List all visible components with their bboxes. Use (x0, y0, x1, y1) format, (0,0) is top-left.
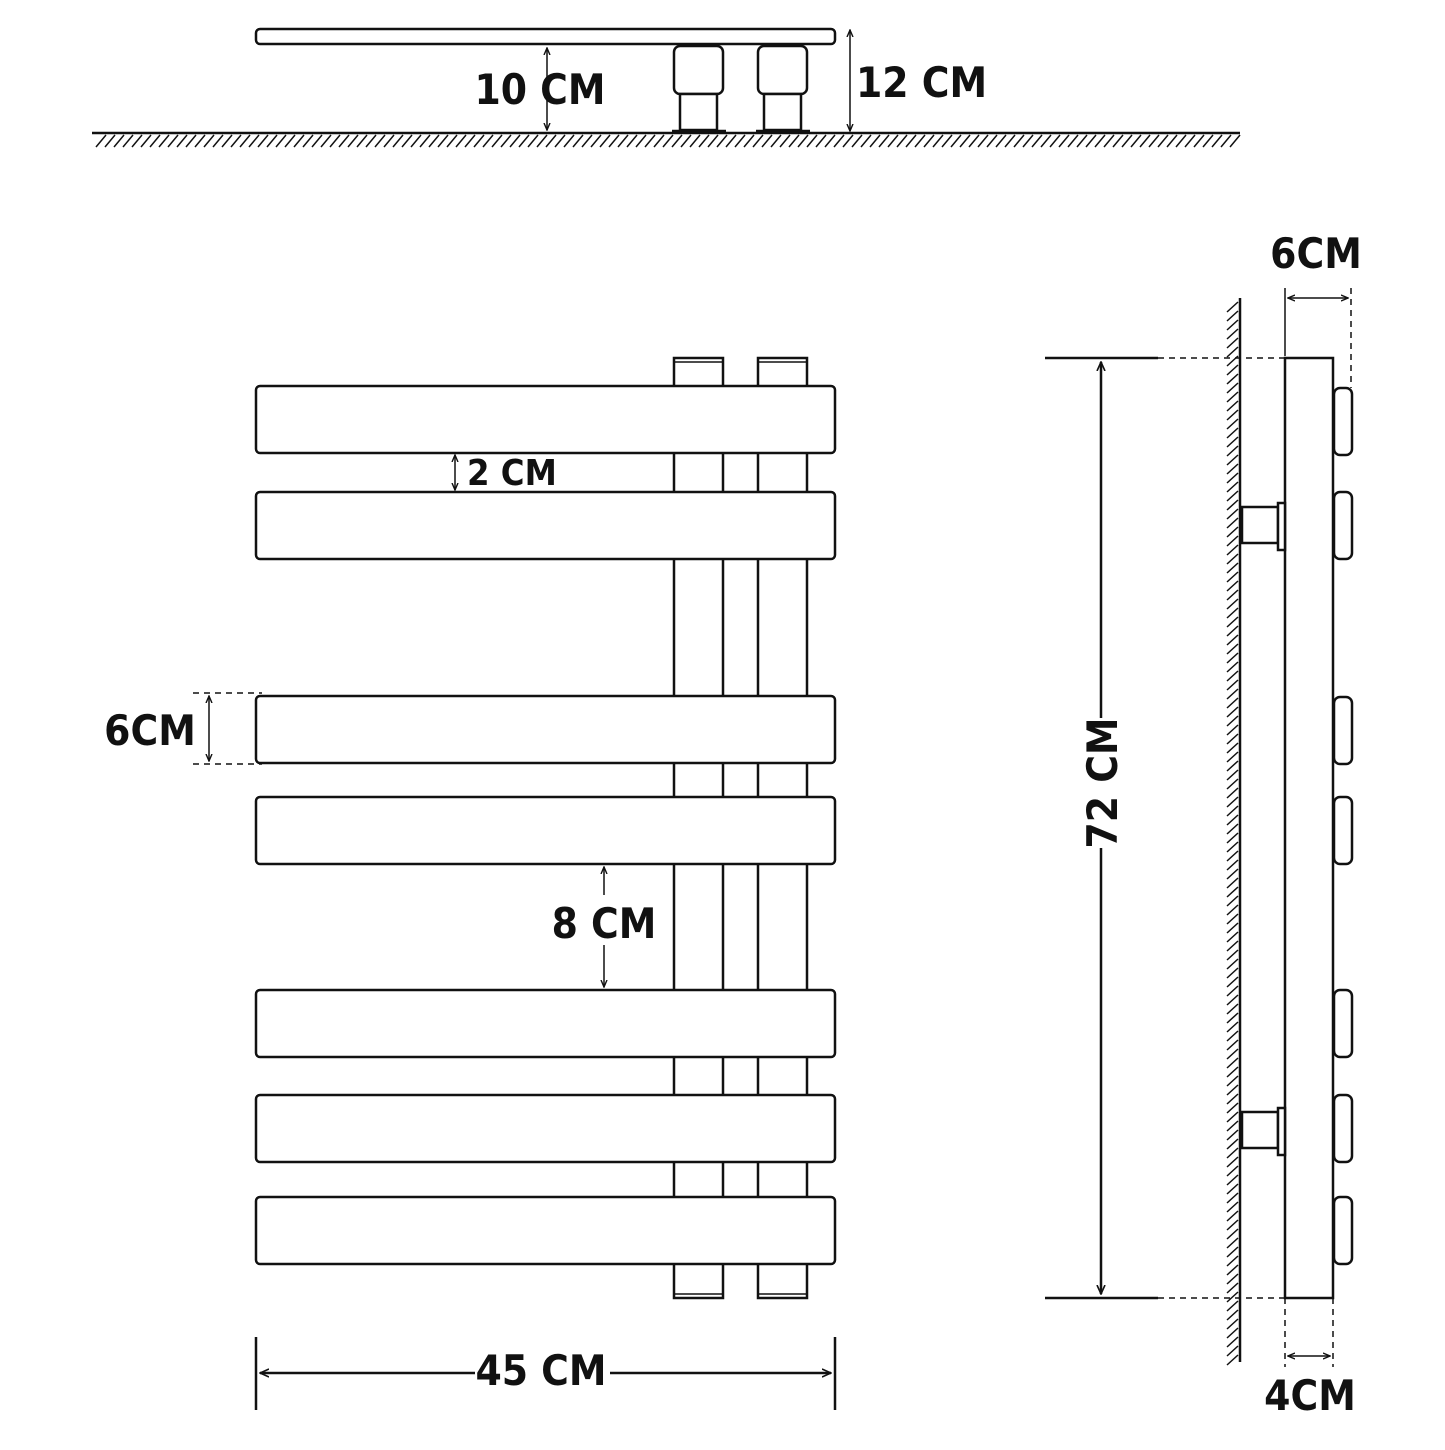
side-bar-end-1 (1332, 386, 1354, 457)
side-radiator-body (1283, 356, 1335, 1300)
dim-label-total-depth: 12 CM (856, 58, 987, 107)
dim-label-side-depth: 6CM (1270, 229, 1362, 278)
side-bar-end-3 (1332, 695, 1354, 766)
dim-label-wall-gap: 10 CM (474, 65, 605, 114)
heating-bar-4 (254, 795, 837, 866)
dim-label-bar-gap: 2 CM (467, 453, 557, 494)
heating-bar-6 (254, 1093, 837, 1164)
side-bar-end-7 (1332, 1195, 1354, 1266)
side-view: 72 CM 6CM 4CM (1045, 229, 1362, 1420)
dim-label-total-height: 72 CM (1078, 717, 1127, 848)
heating-bar-1 (254, 384, 837, 455)
heating-bar-3 (254, 694, 837, 765)
dim-label-total-width: 45 CM (475, 1346, 606, 1395)
heating-bar-2 (254, 490, 837, 561)
top-wall-hatching (95, 134, 1241, 148)
front-view: 2 CM 6CM 8 CM 45 CM (104, 356, 837, 1410)
heating-bar-5 (254, 988, 837, 1059)
side-wall-bracket-upper (1240, 501, 1287, 552)
side-bar-end-2 (1332, 490, 1354, 561)
top-bar-profile (254, 27, 837, 46)
dim-label-profile-depth: 4CM (1264, 1371, 1356, 1420)
dim-label-bar-height: 6CM (104, 706, 196, 755)
top-bracket-right (756, 44, 810, 133)
top-view: 10 CM 12 CM (92, 27, 1241, 148)
side-wall-hatching (1226, 301, 1239, 1366)
side-bar-end-5 (1332, 988, 1354, 1059)
side-wall-bracket-lower (1240, 1106, 1287, 1157)
top-bracket-left (672, 44, 726, 133)
heating-bar-7 (254, 1195, 837, 1266)
side-bar-end-4 (1332, 795, 1354, 866)
dim-label-group-gap: 8 CM (552, 899, 657, 948)
side-bar-end-6 (1332, 1093, 1354, 1164)
